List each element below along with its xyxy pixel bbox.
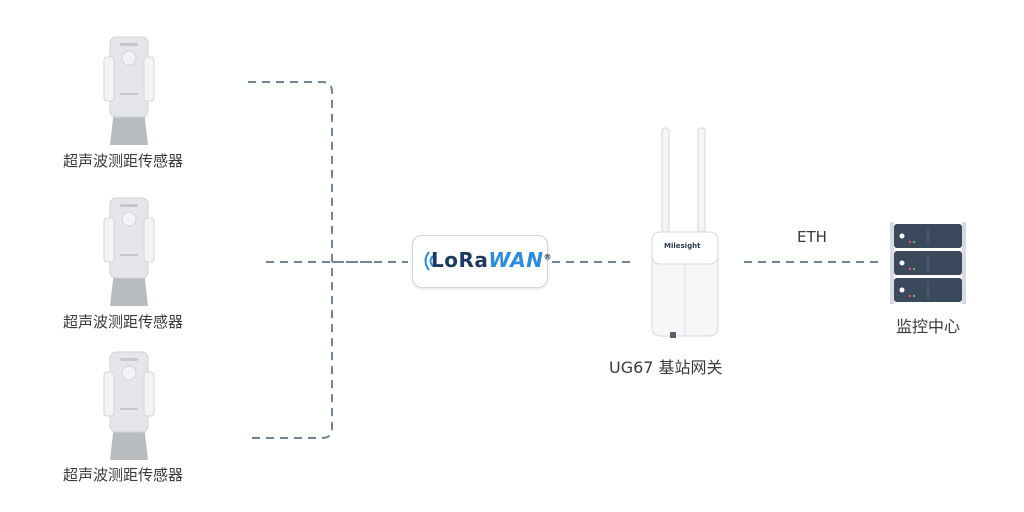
sensor3-link (252, 262, 333, 439)
sensor-device-1 (96, 35, 162, 145)
eth-link-label: ETH (797, 228, 827, 246)
sensor-device-3 (96, 350, 162, 460)
sensor-label-3: 超声波测距传感器 (63, 466, 184, 484)
lorawan-suffix: WAN (488, 248, 544, 272)
ultrasonic-sensor-icon (103, 197, 155, 306)
lorawan-mark: ® (543, 252, 552, 262)
ultrasonic-sensor-icon (103, 351, 155, 460)
server-rack (884, 222, 972, 304)
sensor-label-1: 超声波测距传感器 (63, 152, 184, 170)
sensor-device-2 (96, 196, 162, 306)
server-icon (890, 222, 966, 304)
ultrasonic-sensor-icon (103, 36, 155, 145)
gateway-icon (651, 127, 719, 338)
server-label: 监控中心 (896, 317, 961, 336)
sensor-label-2: 超声波测距传感器 (63, 313, 184, 331)
lorawan-prefix: LoRa (431, 248, 489, 272)
sensor1-link (248, 81, 333, 262)
gateway-device: Milesight (640, 124, 730, 340)
lorawan-badge: LoRaWAN® (412, 235, 551, 288)
wireless-signal-icon (424, 251, 434, 271)
gateway-brand-logo: Milesight (664, 242, 701, 250)
gateway-label: UG67 基站网关 (609, 358, 723, 377)
lorawan-logo-text: LoRaWAN® (431, 248, 552, 272)
